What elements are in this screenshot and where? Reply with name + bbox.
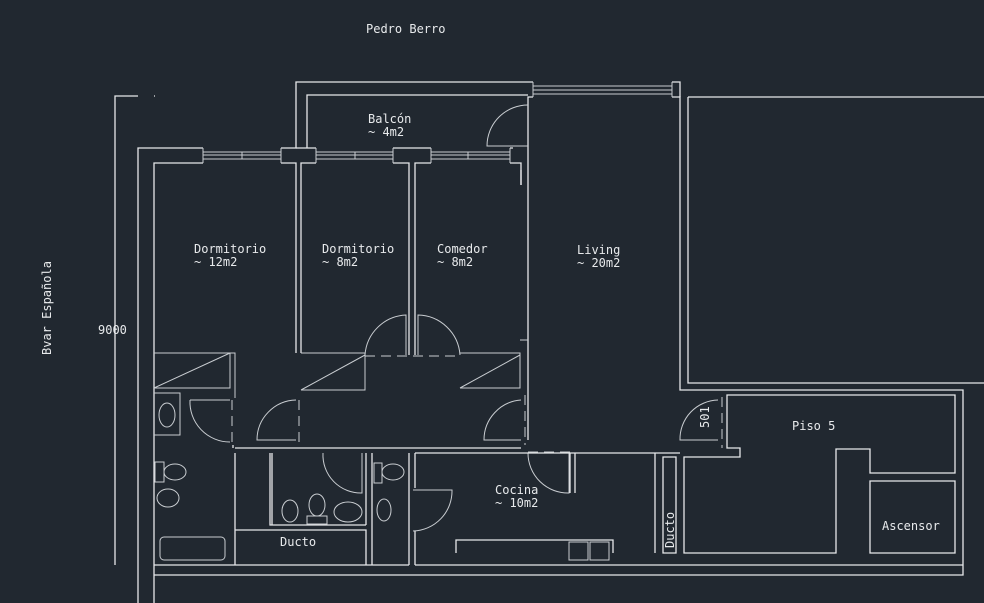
room-area-balcon: ~ 4m2 [368, 125, 404, 139]
exterior-walls [137, 81, 984, 603]
room-name-cocina: Cocina [495, 483, 538, 497]
room-area-living: ~ 20m2 [577, 256, 620, 270]
street-label-left: Bvar Española [40, 261, 54, 355]
dimension-label: 9000 [98, 323, 127, 337]
room-area-cocina: ~ 10m2 [495, 496, 538, 510]
room-area-comedor: ~ 8m2 [437, 255, 473, 269]
room-name-dormitorio-1: Dormitorio [194, 242, 266, 256]
elevator-label: Ascensor [882, 519, 940, 533]
bathroom-fixtures [154, 392, 610, 561]
ducto-label-2: Ducto [663, 512, 677, 548]
balcony [306, 94, 529, 148]
room-name-dormitorio-2: Dormitorio [322, 242, 394, 256]
street-label-top: Pedro Berro [366, 22, 445, 36]
floor-label: Piso 5 [792, 419, 835, 433]
windows [202, 82, 673, 163]
interior-walls [154, 394, 963, 566]
room-area-dormitorio-1: ~ 12m2 [194, 255, 237, 269]
ducto-label-1: Ducto [280, 535, 316, 549]
doors [189, 314, 723, 532]
room-name-balcon: Balcón [368, 112, 411, 126]
room-name-comedor: Comedor [437, 242, 488, 256]
dimension-line [114, 95, 155, 565]
room-name-living: Living [577, 243, 620, 257]
door-number-label: 501 [698, 406, 712, 428]
room-area-dormitorio-2: ~ 8m2 [322, 255, 358, 269]
closets [153, 339, 528, 398]
